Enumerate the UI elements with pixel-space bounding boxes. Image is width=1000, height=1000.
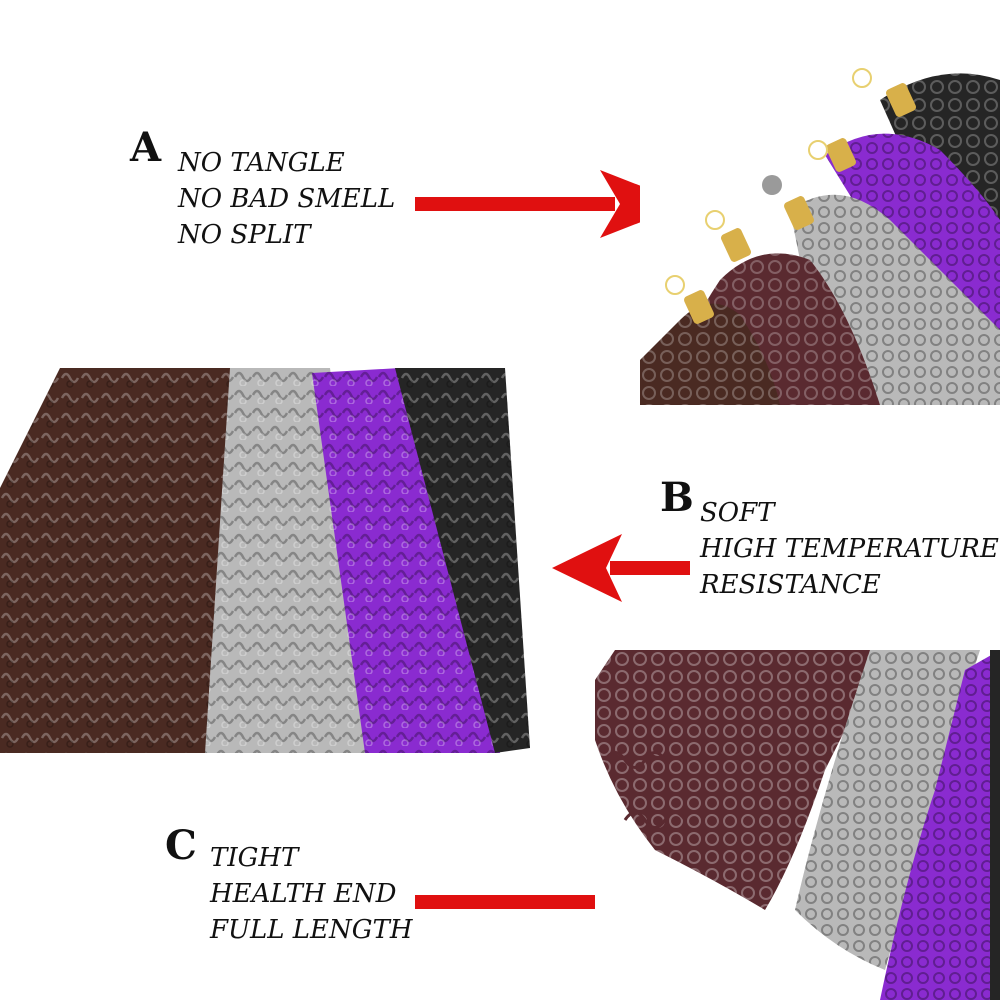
label-letter-a: A — [130, 124, 162, 171]
feature-line: RESISTANCE — [700, 570, 881, 600]
feature-line: NO BAD SMELL — [178, 184, 396, 214]
hair-ends-image — [595, 650, 1000, 1000]
section-b-features: SOFT HIGH TEMPERATURE RESISTANCE — [700, 495, 999, 603]
hair-wefts-image — [0, 368, 530, 753]
feature-line: NO SPLIT — [178, 220, 311, 250]
feature-line: HIGH TEMPERATURE — [700, 534, 999, 564]
feature-line: TIGHT — [210, 843, 299, 873]
hair-ends-photo — [595, 650, 1000, 1000]
section-c-features: TIGHT HEALTH END FULL LENGTH — [210, 840, 413, 948]
feature-line: SOFT — [700, 498, 775, 528]
hair-bundles-photo — [640, 60, 1000, 405]
label-letter-b: B — [660, 474, 694, 521]
feature-line: NO TANGLE — [178, 148, 345, 178]
label-letter-c: C — [165, 822, 197, 869]
section-a-features: NO TANGLE NO BAD SMELL NO SPLIT — [178, 145, 395, 253]
feature-line: FULL LENGTH — [210, 915, 413, 945]
hair-bundles-image — [640, 60, 1000, 405]
feature-line: HEALTH END — [210, 879, 397, 909]
arrow-left-icon — [552, 534, 690, 602]
hair-wefts-photo — [0, 368, 530, 753]
